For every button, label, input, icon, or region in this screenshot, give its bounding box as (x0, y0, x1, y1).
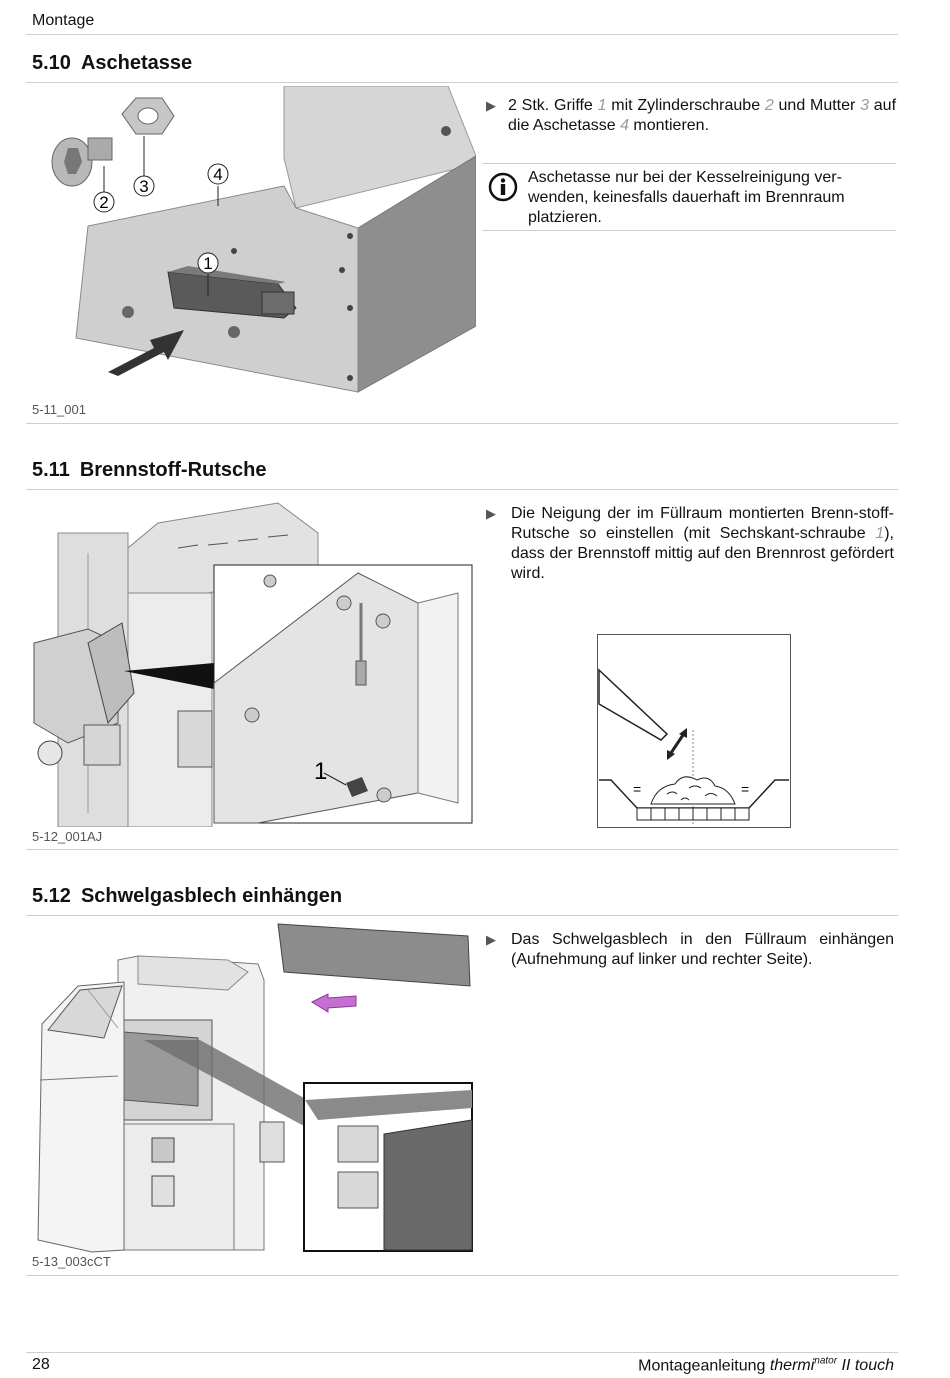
callout-3: 3 (139, 177, 148, 196)
instruction-step: ▶ Das Schwelgasblech in den Füllraum ein… (486, 931, 894, 968)
section-rule (26, 82, 898, 83)
section-rule (26, 423, 898, 424)
callout-2: 2 (99, 193, 108, 212)
figure-caption: 5-12_001AJ (32, 829, 103, 844)
info-note: Aschetasse nur bei der Kesselreinigung v… (482, 163, 896, 231)
footer-rule (26, 1352, 898, 1353)
document-title: Montageanleitung therminator II touch (638, 1356, 894, 1375)
chapter-header: Montage (32, 12, 95, 29)
section-title: Aschetasse (80, 52, 193, 74)
callout-1: 1 (314, 758, 327, 785)
section-title: Schwelgasblech einhängen (80, 885, 343, 907)
section-rule (26, 489, 898, 490)
triangle-right-icon: ▶ (486, 98, 496, 113)
callout-1: 1 (203, 254, 212, 273)
ash-tray-figure: 2 3 4 1 (51, 86, 476, 393)
instruction-step: ▶ 2 Stk. Griffe 1 mit Zylinderschraube 2… (486, 97, 897, 134)
section-heading-5-12: 5.12 Schwelgasblech einhängen (32, 885, 342, 908)
section-number: 5.11 (32, 459, 70, 481)
figure-caption: 5-11_001 (32, 402, 86, 417)
section-heading-5-11: 5.11 Brennstoff-Rutsche (32, 459, 267, 482)
section-rule (26, 915, 898, 916)
header-rule (26, 34, 898, 35)
triangle-right-icon: ▶ (486, 932, 496, 947)
section-number: 5.10 (32, 52, 71, 74)
chute-angle-diagram: = = (597, 634, 791, 828)
section-rule (26, 1275, 898, 1276)
diagram-label: = (741, 781, 749, 797)
section-title: Brennstoff-Rutsche (79, 459, 267, 481)
section-rule (26, 849, 898, 850)
flue-gas-plate-figure (37, 923, 473, 1253)
info-circle-icon (488, 172, 518, 202)
figure-caption: 5-13_003cCT (32, 1254, 111, 1269)
section-number: 5.12 (32, 885, 71, 907)
note-text: Aschetasse nur bei der Kesselreinigung v… (528, 169, 845, 226)
fuel-chute-figure: 1 (28, 493, 476, 827)
instruction-step: ▶ Die Neigung der im Füllraum montierten… (486, 505, 894, 582)
section-heading-5-10: 5.10 Aschetasse (32, 52, 192, 75)
page-number: 28 (32, 1356, 50, 1373)
callout-4: 4 (213, 165, 222, 184)
triangle-right-icon: ▶ (486, 506, 496, 521)
diagram-label: = (633, 781, 641, 797)
